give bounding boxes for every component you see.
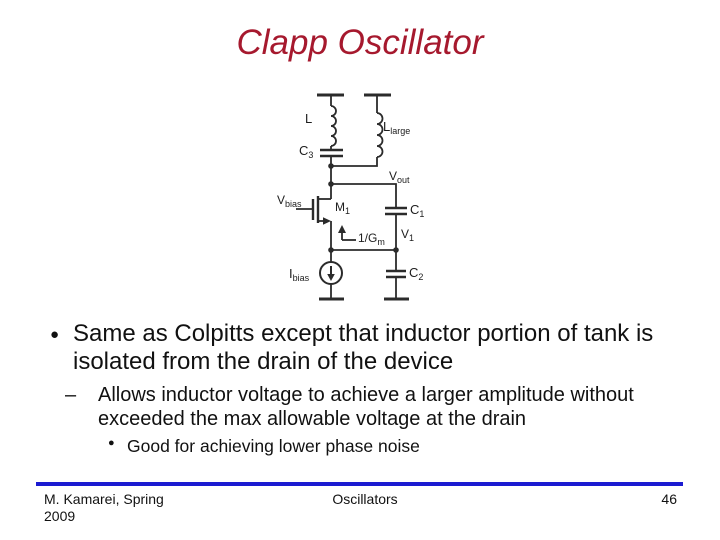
capacitor-C2: [386, 269, 406, 279]
connection-nodes: [328, 163, 399, 253]
clapp-oscillator-circuit-diagram: L C3 Llarge Vout Vbias M1 C1 V1 1/Gm Ibi…: [277, 93, 425, 301]
bullet-marker-level1: ●: [50, 326, 60, 343]
label-M1: M1: [335, 200, 351, 216]
label-C3: C3: [299, 143, 314, 160]
label-Llarge: Llarge: [383, 119, 411, 136]
capacitor-C1: [385, 206, 407, 216]
bullet-marker-level2: –: [65, 384, 77, 406]
inductor-Llarge: [376, 112, 384, 158]
current-source-Ibias: [319, 250, 343, 299]
footer-course-title: Oscillators: [332, 491, 398, 507]
label-Ibias: Ibias: [289, 266, 310, 283]
footer-divider-line: [36, 482, 683, 486]
label-Vout: Vout: [389, 169, 410, 185]
footer-page-number: 46: [661, 491, 677, 507]
label-V1: V1: [401, 227, 415, 243]
bullet-text-level3: Good for achieving lower phase noise: [127, 436, 420, 456]
capacitor-C3: [320, 148, 343, 158]
label-C1: C1: [410, 202, 425, 219]
label-Vbias: Vbias: [277, 193, 302, 209]
label-1-over-Gm: 1/Gm: [358, 231, 385, 247]
circuit-schematic: [296, 93, 409, 301]
wire: [331, 157, 378, 167]
bullet-text-level1: Same as Colpitts except that inductor po…: [73, 320, 654, 375]
mosfet-M1: [296, 196, 331, 225]
footer-author: M. Kamarei, Spring 2009: [44, 491, 164, 524]
wire-vout: [331, 183, 397, 208]
inductor-L: [330, 105, 337, 147]
impedance-arrow-icon: [338, 225, 356, 241]
label-C2: C2: [409, 265, 424, 282]
page-title: Clapp Oscillator: [236, 23, 484, 62]
bullet-text-level2: Allows inductor voltage to achieve a lar…: [98, 384, 634, 430]
label-L: L: [305, 111, 313, 126]
bullet-marker-level3: ●: [108, 437, 115, 449]
